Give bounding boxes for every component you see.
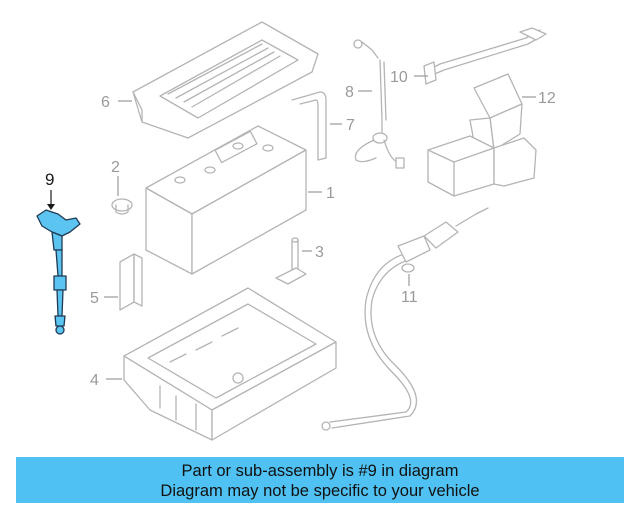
callout-5: 5 [90, 290, 99, 307]
part-5-bracket[interactable] [119, 253, 143, 311]
callout-4: 4 [90, 372, 99, 389]
part-7-vent-hose[interactable] [291, 91, 327, 161]
part-12-fuse-box[interactable] [427, 73, 537, 197]
part-3-hold-down[interactable] [275, 237, 307, 285]
callout-2: 2 [111, 159, 120, 176]
banner-line-1: Part or sub-assembly is #9 in diagram [181, 462, 459, 480]
info-banner: Part or sub-assembly is #9 in diagram Di… [16, 457, 624, 503]
part-4-battery-tray[interactable] [123, 287, 337, 441]
part-8-sensor-cable[interactable] [353, 39, 405, 169]
part-10-ground-strap[interactable] [423, 27, 547, 85]
banner-line-2: Diagram may not be specific to your vehi… [160, 482, 480, 500]
callout-3: 3 [315, 244, 324, 261]
callout-7: 7 [346, 117, 355, 134]
part-2-plug[interactable] [111, 198, 133, 215]
callout-6: 6 [101, 94, 110, 111]
part-1-battery[interactable] [145, 125, 307, 275]
callout-9: 9 [45, 170, 54, 189]
part-6-battery-cover[interactable] [132, 21, 319, 139]
callout-11: 11 [401, 289, 418, 306]
callout-12: 12 [538, 90, 556, 107]
callout-10: 10 [390, 69, 408, 86]
part-11-positive-cable[interactable] [321, 207, 489, 431]
callout-8: 8 [345, 84, 354, 101]
part-9-battery-cable[interactable] [36, 209, 81, 335]
callout-1: 1 [326, 185, 335, 202]
